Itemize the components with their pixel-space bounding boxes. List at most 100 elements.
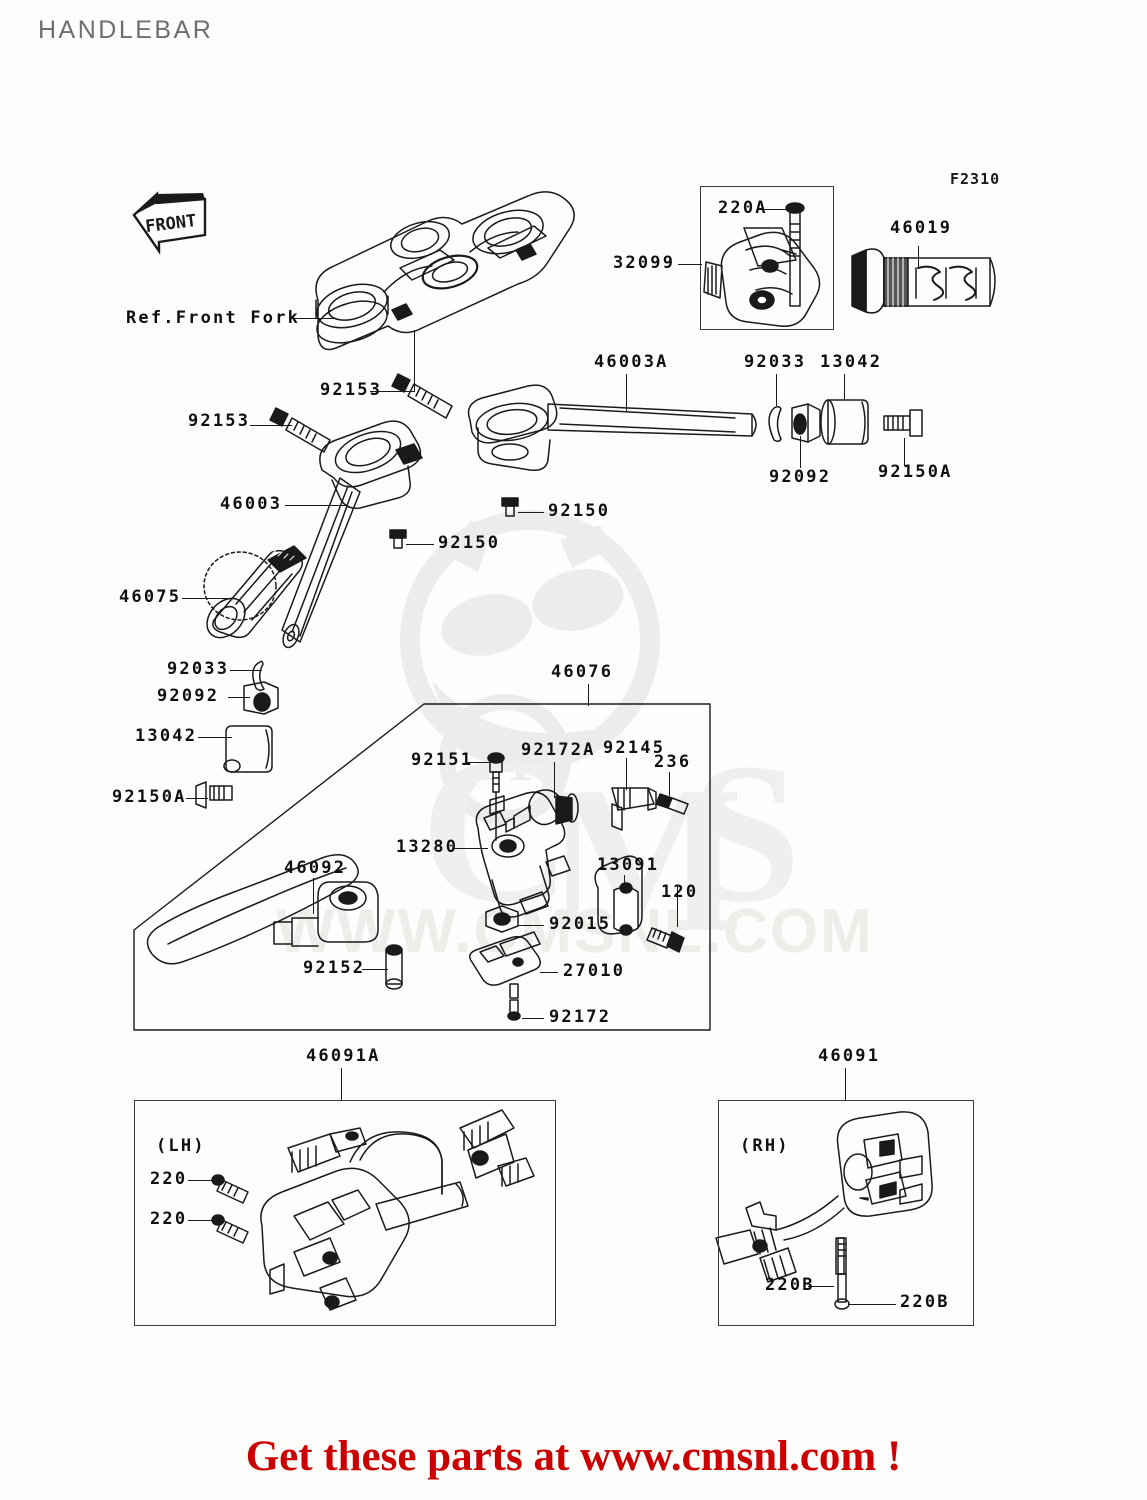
- bar-end-left-art: [223, 725, 273, 773]
- leader-220b-left: [808, 1286, 834, 1288]
- diagram-code: F2310: [950, 170, 1001, 188]
- leader-46075: [182, 598, 234, 600]
- leader-46019: [918, 246, 920, 268]
- label-92172: 92172: [549, 1007, 612, 1027]
- leader-46091: [845, 1068, 847, 1100]
- right-grip-art: [851, 248, 996, 314]
- fork-bridge-art: [315, 191, 575, 351]
- bolt-92153-lower-art: [269, 407, 331, 453]
- bolt-92151-art: [487, 752, 505, 841]
- bolt-92153-upper-art: [391, 373, 453, 419]
- leader-92153-upper-v: [414, 330, 416, 392]
- label-92092-right: 92092: [769, 467, 832, 487]
- label-92015: 92015: [549, 914, 612, 934]
- bolt-92150a-right-art: [883, 409, 923, 437]
- leader-92092-right: [800, 436, 802, 468]
- leader-220-upper: [188, 1180, 218, 1182]
- leader-92172: [522, 1018, 544, 1020]
- label-236: 236: [654, 752, 692, 772]
- label-92033-left: 92033: [167, 659, 230, 679]
- label-92172a: 92172A: [521, 740, 596, 760]
- leader-13042-left: [198, 737, 232, 739]
- leader-46091a: [341, 1068, 343, 1100]
- label-46091a: 46091A: [306, 1046, 381, 1066]
- leader-46076: [588, 684, 590, 706]
- leader-92015: [518, 925, 544, 927]
- group-box-46091a: [134, 1100, 556, 1326]
- bolt-120-art: [646, 927, 685, 953]
- label-46003: 46003: [220, 494, 283, 514]
- leader-ref-front-fork: [290, 318, 334, 320]
- label-92152: 92152: [303, 958, 366, 978]
- bushing-right-art: [791, 403, 821, 443]
- leader-92153-lower: [250, 425, 292, 427]
- clip-92145-art: [611, 787, 657, 831]
- label-220b-right: 220B: [900, 1292, 950, 1312]
- label-13280: 13280: [396, 837, 459, 857]
- master-cylinder-art: [475, 791, 571, 918]
- label-120: 120: [661, 882, 699, 902]
- label-27010: 27010: [563, 961, 626, 981]
- leader-46003: [285, 505, 347, 507]
- page-title: HANDLEBAR: [38, 16, 214, 44]
- leader-92150-upper: [518, 512, 544, 514]
- bolt-92150-lower-art: [389, 529, 407, 549]
- leader-27010: [540, 972, 558, 974]
- svg-text:S: S: [690, 723, 801, 944]
- leader-92033-right: [776, 374, 778, 406]
- label-220b-left: 220B: [765, 1275, 815, 1295]
- label-46091: 46091: [818, 1046, 881, 1066]
- leader-46003a: [626, 374, 628, 412]
- leader-32099: [678, 264, 702, 266]
- bolt-92172a-art: [505, 789, 579, 833]
- leader-92150a-left: [186, 798, 208, 800]
- label-92150-upper: 92150: [548, 501, 611, 521]
- label-13091: 13091: [597, 855, 660, 875]
- label-92153-lower: 92153: [188, 411, 251, 431]
- leader-13280: [452, 848, 488, 850]
- screw-92172-art: [507, 999, 521, 1021]
- leader-236: [669, 772, 671, 796]
- screw-236-art: [655, 793, 689, 815]
- label-92033-right: 92033: [744, 352, 807, 372]
- label-92145: 92145: [603, 738, 666, 758]
- leader-220-lower: [188, 1220, 218, 1222]
- svg-text:FRONT: FRONT: [144, 211, 197, 237]
- label-lh-side: (LH): [156, 1136, 206, 1156]
- leader-220a: [760, 209, 794, 211]
- label-220-upper: 220: [150, 1169, 188, 1189]
- group-box-46091: [718, 1100, 974, 1326]
- leader-92092-left: [228, 697, 250, 699]
- left-grip-art: [203, 545, 307, 639]
- bar-end-right-art: [820, 399, 869, 445]
- leader-92150a-right: [904, 438, 906, 466]
- leader-13042-right: [844, 374, 846, 400]
- leader-92151: [466, 762, 492, 764]
- label-220a: 220A: [718, 198, 768, 218]
- label-46019: 46019: [890, 218, 953, 238]
- bolt-92150-upper-art: [501, 497, 519, 517]
- label-46003a: 46003A: [594, 352, 669, 372]
- nut-92015-art: [485, 905, 519, 933]
- circlip-right-art: [768, 405, 782, 443]
- front-direction-icon: FRONT: [132, 191, 207, 255]
- left-handlebar-holder-art: [281, 420, 423, 649]
- leader-46092: [313, 878, 315, 914]
- label-92092-left: 92092: [157, 686, 220, 706]
- leader-92153-upper: [370, 391, 414, 393]
- footer-tagline: Get these parts at www.cmsnl.com !: [245, 1433, 902, 1480]
- leader-13091: [624, 875, 626, 893]
- right-handlebar-holder-art: [467, 384, 757, 472]
- leader-92152: [362, 969, 388, 971]
- label-92151: 92151: [411, 750, 474, 770]
- label-13042-right: 13042: [820, 352, 883, 372]
- switch-27010-art: [469, 931, 541, 999]
- leader-220b-right: [848, 1304, 896, 1306]
- label-13042-left: 13042: [135, 726, 198, 746]
- circlip-left-art: [252, 660, 265, 692]
- label-220-lower: 220: [150, 1209, 188, 1229]
- label-92150a-left: 92150A: [112, 787, 187, 807]
- label-46076: 46076: [551, 662, 614, 682]
- label-46092: 46092: [284, 858, 347, 878]
